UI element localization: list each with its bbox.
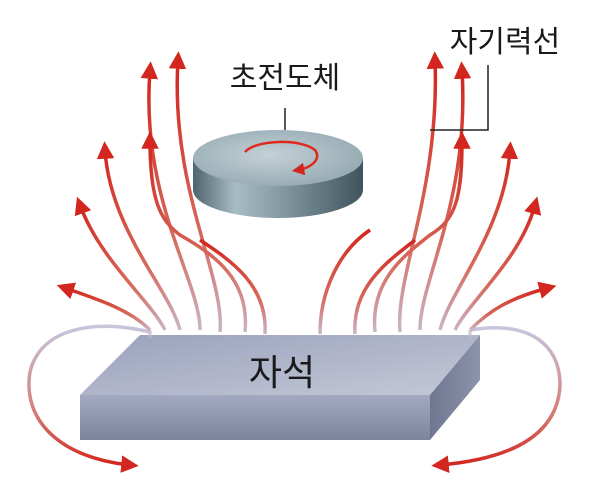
field-line (397, 51, 445, 333)
field-line (418, 61, 472, 331)
field-line (468, 281, 557, 332)
field-lines-left (56, 51, 267, 335)
field-line (74, 196, 167, 331)
superconductor-disc (193, 130, 363, 218)
field-line-roots (148, 330, 472, 338)
field-line (318, 228, 371, 335)
field-line (56, 282, 152, 332)
field-line-left-loop (27, 324, 151, 473)
field-line (453, 196, 542, 331)
field-lines-right (318, 51, 557, 335)
field-lines-leader-line (430, 65, 489, 131)
field-line (199, 238, 267, 335)
field-line (438, 141, 519, 331)
field-line (141, 131, 248, 333)
field-line (372, 131, 471, 333)
field-lines-label: 자기력선 (450, 25, 560, 60)
field-line (353, 238, 417, 335)
field-line (96, 141, 182, 331)
field-line (140, 61, 202, 331)
superconductor-label: 초전도체 (230, 61, 340, 96)
field-line (168, 51, 223, 333)
field-line-right-loop (431, 326, 562, 473)
rotation-arrow-icon (244, 140, 319, 176)
magnet-block (80, 335, 480, 440)
magnet-label: 자석 (249, 353, 315, 394)
